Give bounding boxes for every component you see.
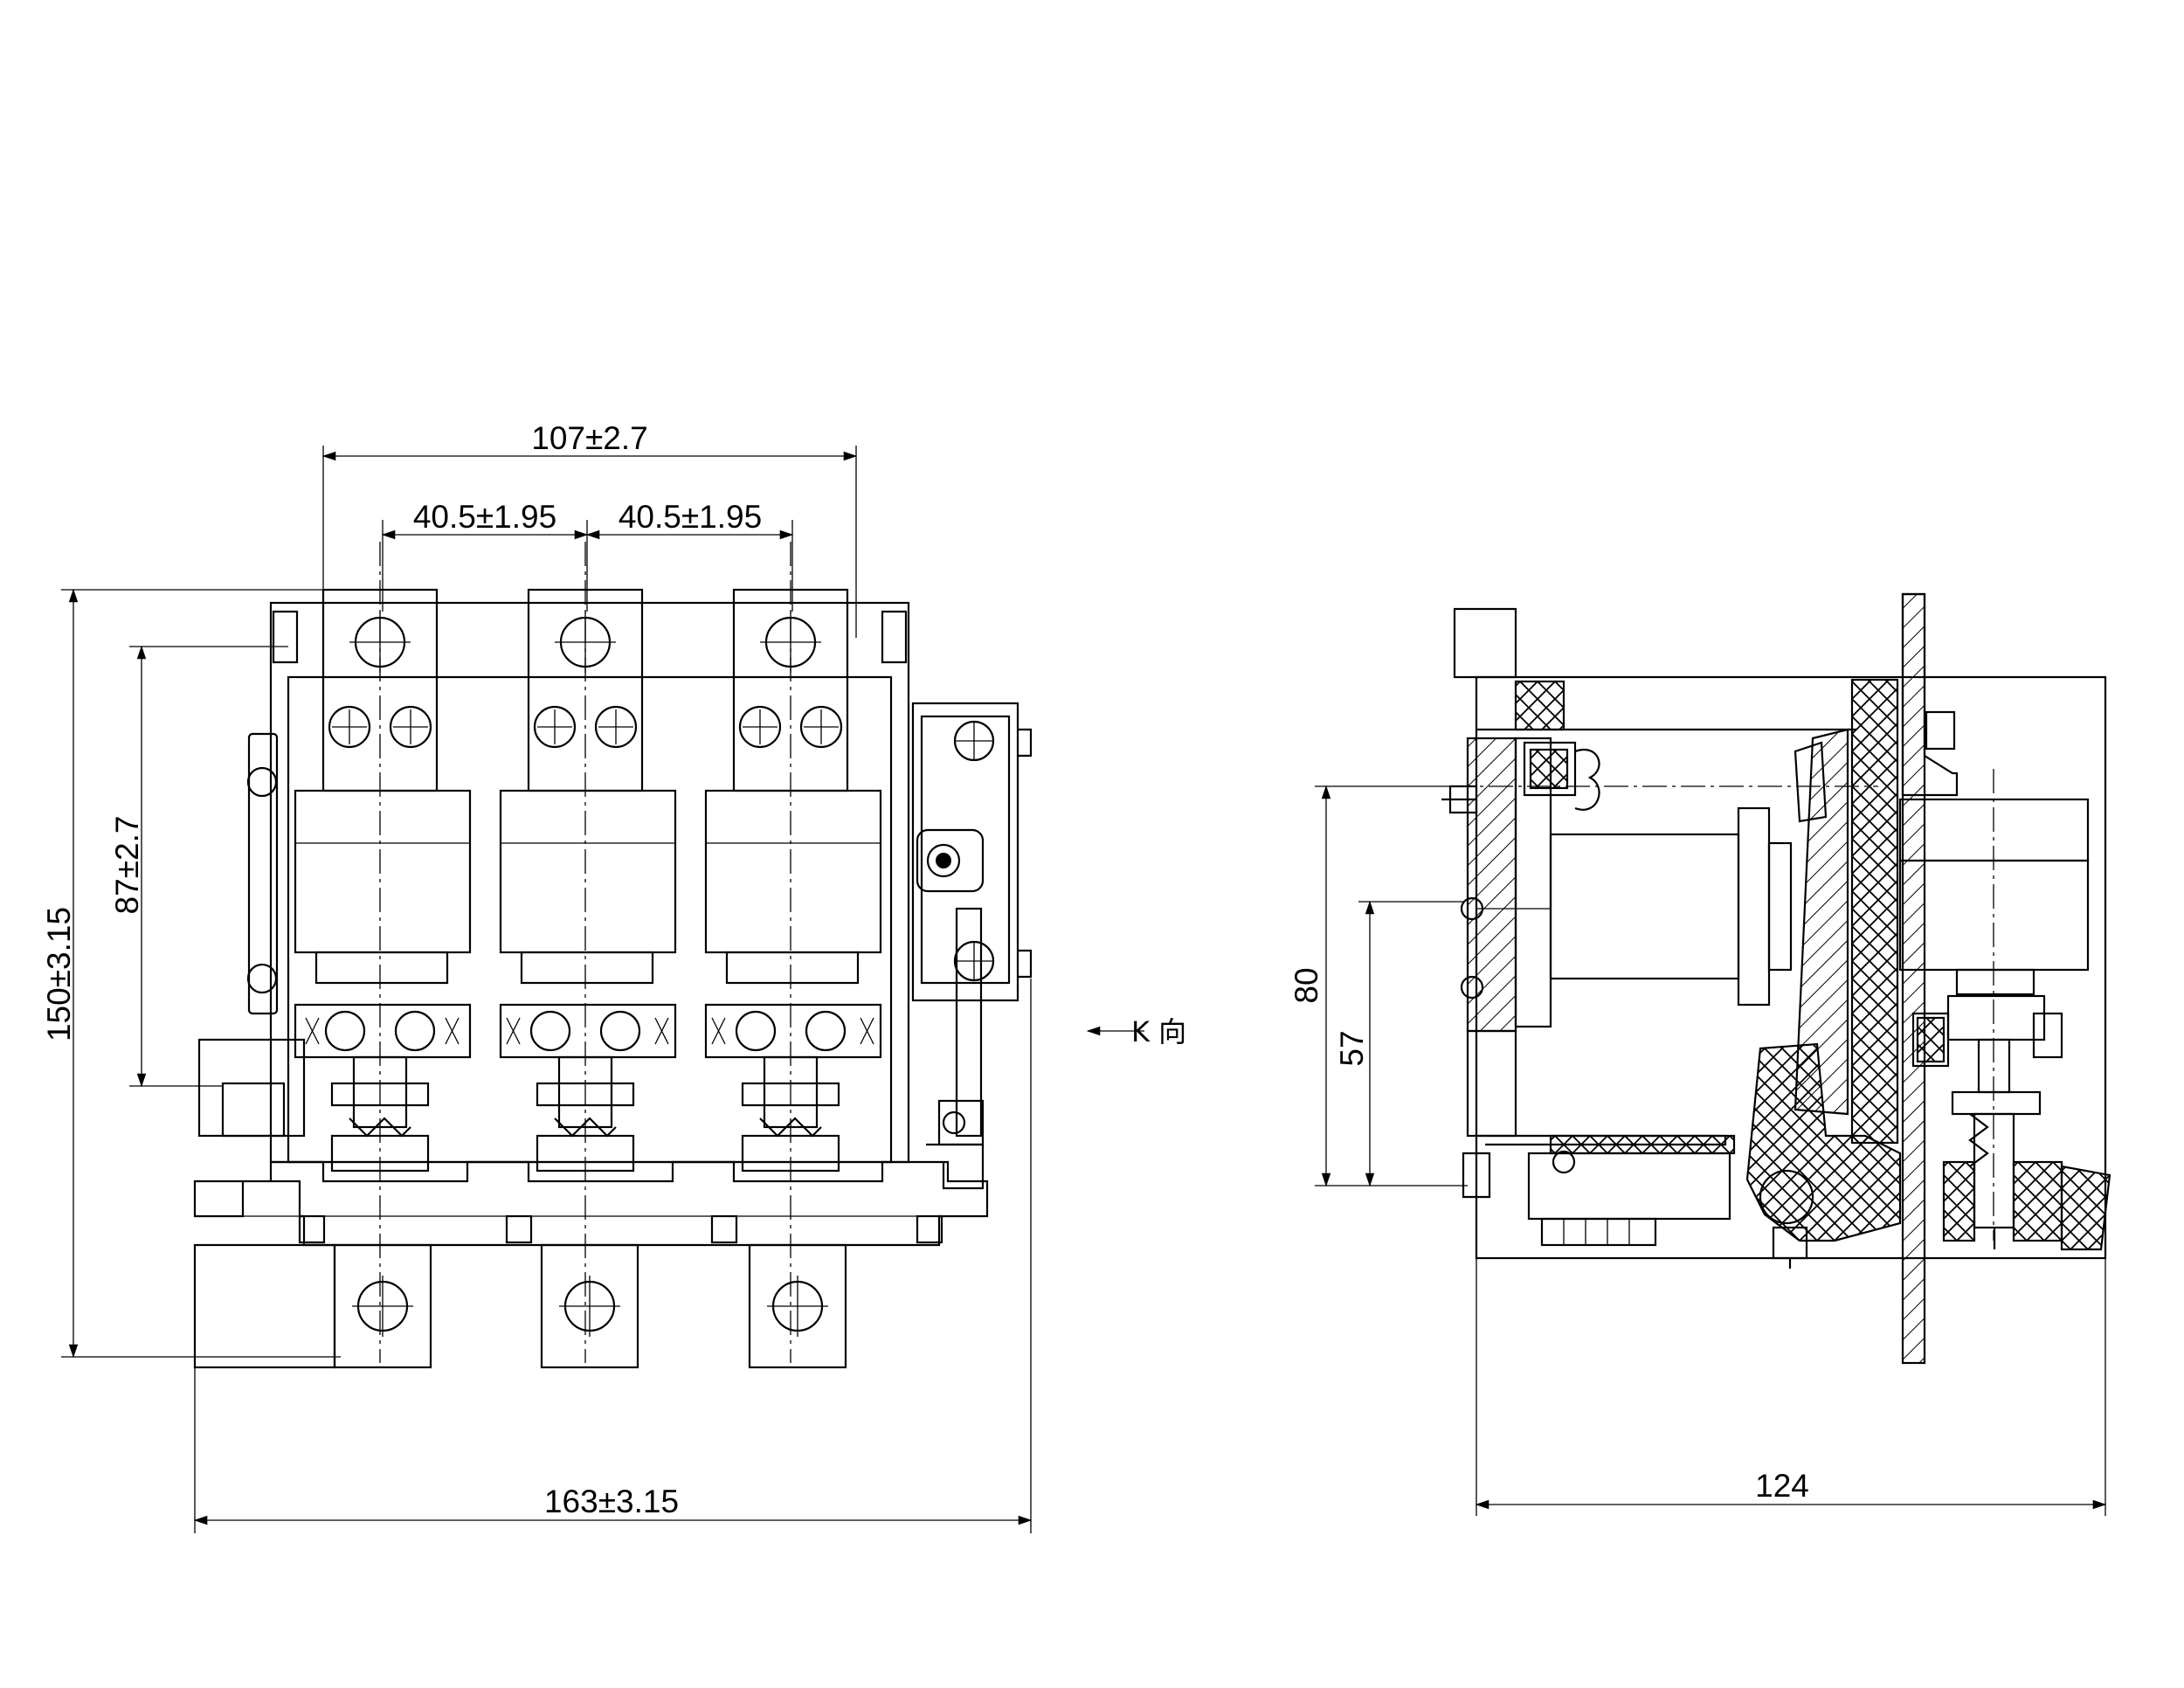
base-plate [193,1160,989,1369]
front-view: 107±2.7 40.5±1.95 40.5±1.95 150±3.15 87±… [41,420,1033,1533]
aux-switch-block [911,702,1033,1190]
pole-2 [499,542,677,1369]
pole-1 [272,542,472,1369]
side-view: 80 57 124 [1289,592,2111,1516]
view-direction-arrow: K 向 [1086,1015,1186,1048]
dim-height-80: 80 [1289,967,1324,1003]
side-dimensions: 80 57 124 [1289,785,2107,1516]
dim-overall-width: 163±3.15 [544,1484,679,1519]
dim-height-57: 57 [1334,1030,1370,1066]
dim-overall-height: 150±3.15 [41,907,77,1041]
dim-mount-height: 87±2.7 [109,816,145,915]
dim-depth: 124 [1755,1468,1809,1504]
dim-pitch-right: 40.5±1.95 [619,499,762,535]
pole-3 [704,542,908,1369]
front-dimensions: 107±2.7 40.5±1.95 40.5±1.95 150±3.15 87±… [41,420,1033,1533]
dim-terminal-span: 107±2.7 [531,420,647,456]
housing [197,601,910,1164]
dim-pitch-left: 40.5±1.95 [413,499,556,535]
view-arrow-label: K 向 [1131,1015,1186,1048]
